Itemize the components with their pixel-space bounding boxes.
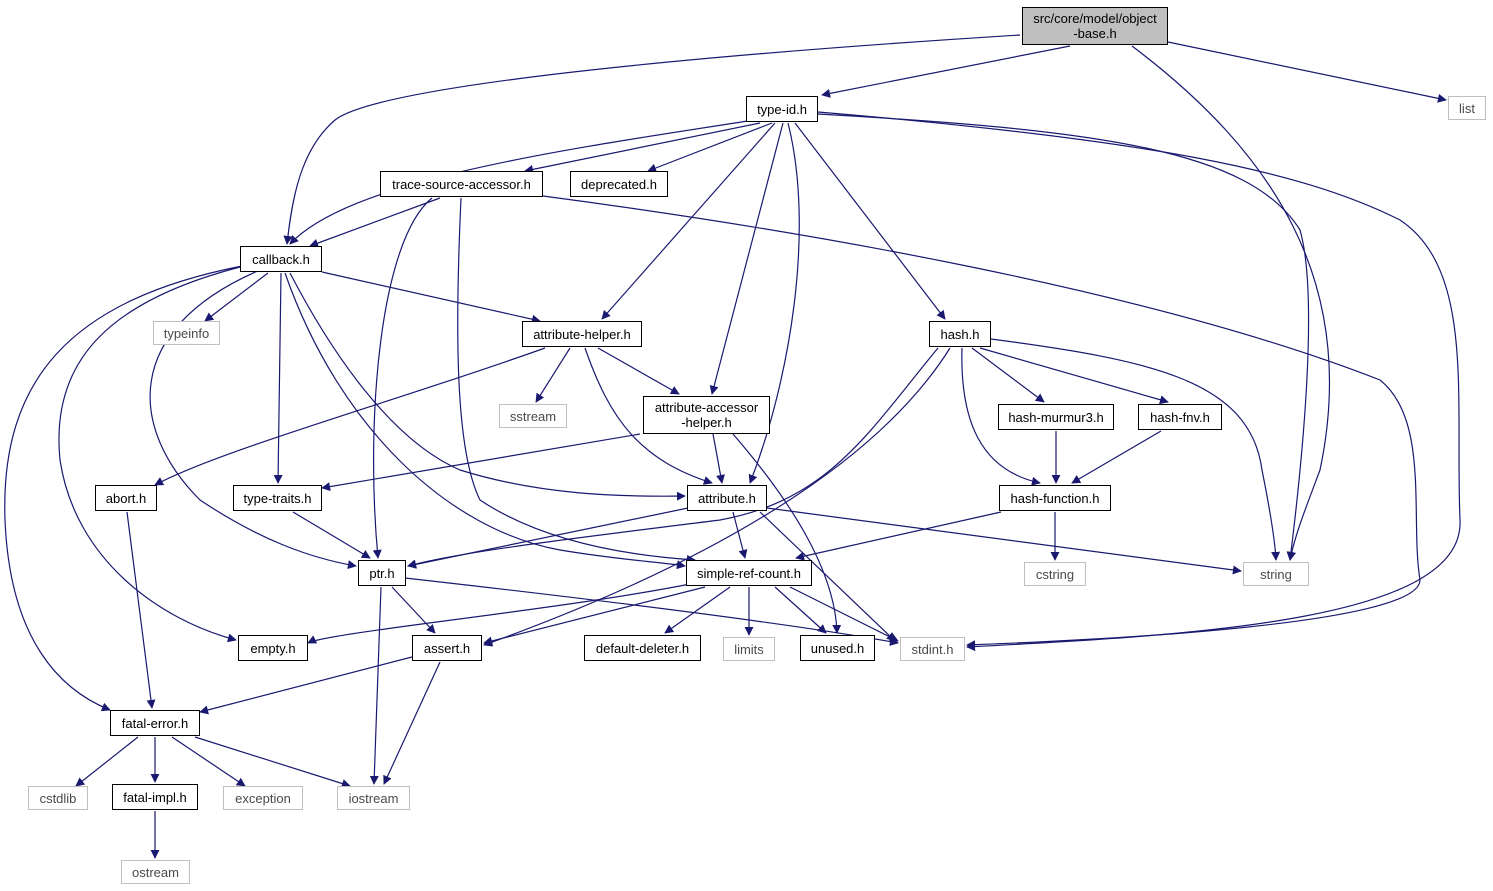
- node-limits: limits: [723, 637, 775, 661]
- edge-hash-function-to-simple-ref-count: [795, 511, 1002, 561]
- node-fatal-impl[interactable]: fatal-impl.h: [112, 784, 198, 810]
- edge-ptr-to-assert: [391, 586, 436, 634]
- edge-callback-to-type-traits: [273, 272, 283, 484]
- edge-hash-to-string: [990, 338, 1281, 561]
- node-cstring: cstring: [1024, 562, 1086, 586]
- node-assert[interactable]: assert.h: [412, 635, 482, 661]
- node-ostream: ostream: [121, 860, 190, 884]
- edge-fatal-error-to-iostream: [194, 736, 351, 788]
- edge-attribute-to-string: [766, 507, 1242, 575]
- edge-attribute-accessor-helper-to-type-traits: [321, 433, 641, 492]
- edge-hash-to-hash-murmur3: [971, 347, 1045, 403]
- edge-type-id-to-stdint: [817, 111, 1461, 652]
- node-cstdlib: cstdlib: [28, 786, 88, 810]
- edge-callback-to-typeinfo: [204, 272, 269, 322]
- node-sstream: sstream: [499, 404, 567, 428]
- edge-trace-source-accessor-to-callback: [309, 197, 441, 248]
- node-attribute-accessor-helper[interactable]: attribute-accessor -helper.h: [643, 396, 770, 434]
- node-simple-ref-count[interactable]: simple-ref-count.h: [686, 560, 812, 586]
- node-type-id[interactable]: type-id.h: [746, 96, 818, 122]
- edge-fatal-error-to-exception: [171, 736, 246, 787]
- node-hash-fnv[interactable]: hash-fnv.h: [1138, 404, 1222, 430]
- node-ptr[interactable]: ptr.h: [358, 560, 406, 586]
- edge-root-to-list: [1167, 41, 1447, 103]
- node-root[interactable]: src/core/model/object -base.h: [1022, 7, 1168, 45]
- edge-attribute-to-simple-ref-count: [732, 511, 748, 559]
- edge-hash-to-hash-fnv: [979, 347, 1169, 405]
- node-abort[interactable]: abort.h: [95, 485, 157, 511]
- node-list: list: [1448, 96, 1486, 120]
- edge-simple-ref-count-to-stdint: [789, 586, 899, 642]
- edge-trace-source-accessor-to-ptr: [372, 197, 433, 559]
- edge-hash-to-ptr: [407, 347, 939, 569]
- edge-ptr-to-iostream: [369, 586, 382, 785]
- edge-type-id-to-hash: [794, 122, 946, 320]
- edge-attribute-helper-to-sstream: [535, 347, 571, 403]
- node-empty[interactable]: empty.h: [238, 635, 308, 661]
- edge-callback-to-attribute: [289, 272, 686, 501]
- node-stdint: stdint.h: [900, 637, 965, 661]
- node-trace-source-accessor[interactable]: trace-source-accessor.h: [380, 171, 543, 197]
- edge-hash-to-hash-function: [961, 347, 1041, 486]
- node-hash-murmur3[interactable]: hash-murmur3.h: [998, 404, 1114, 430]
- edge-simple-ref-count-to-assert: [483, 586, 706, 646]
- node-hash[interactable]: hash.h: [929, 321, 991, 347]
- edge-attribute-accessor-helper-to-attribute: [712, 433, 725, 484]
- edge-hash-fnv-to-hash-function: [1071, 430, 1162, 484]
- edge-attribute-to-stdint: [759, 511, 896, 642]
- edge-simple-ref-count-to-empty: [307, 583, 691, 644]
- edge-trace-source-accessor-to-simple-ref-count: [457, 197, 696, 564]
- edge-callback-to-attribute-helper: [321, 271, 541, 324]
- edge-root-to-string: [1131, 45, 1331, 561]
- edge-type-traits-to-ptr: [292, 511, 371, 559]
- edge-abort-to-fatal-error: [126, 511, 156, 709]
- node-string: string: [1243, 562, 1309, 586]
- node-type-traits[interactable]: type-traits.h: [233, 485, 322, 511]
- edge-attribute-helper-to-abort: [154, 347, 546, 486]
- edge-simple-ref-count-to-default-deleter: [664, 586, 731, 634]
- edge-callback-to-empty: [58, 265, 245, 643]
- edge-attribute-helper-to-attribute: [584, 347, 713, 485]
- node-deprecated[interactable]: deprecated.h: [570, 171, 668, 197]
- edge-type-id-to-attribute-accessor-helper: [709, 122, 784, 395]
- edge-callback-to-ptr: [149, 269, 357, 570]
- edge-callback-to-simple-ref-count: [284, 272, 686, 570]
- edge-type-id-to-deprecated: [647, 122, 773, 173]
- edge-assert-to-iostream: [383, 661, 441, 785]
- edge-type-id-to-attribute-helper: [601, 122, 776, 320]
- edge-assert-to-fatal-error: [199, 656, 413, 715]
- edge-simple-ref-count-to-unused: [774, 586, 827, 634]
- node-callback[interactable]: callback.h: [240, 246, 322, 272]
- node-exception: exception: [223, 786, 303, 810]
- node-unused[interactable]: unused.h: [800, 635, 875, 661]
- edge-type-id-to-attribute: [748, 122, 800, 484]
- node-typeinfo: typeinfo: [153, 321, 220, 345]
- edge-type-id-to-string: [817, 113, 1310, 561]
- edge-root-to-type-id: [821, 45, 1071, 98]
- node-fatal-error[interactable]: fatal-error.h: [110, 710, 200, 736]
- edge-hash-to-assert: [483, 347, 951, 647]
- node-default-deleter[interactable]: default-deleter.h: [584, 635, 701, 661]
- edge-attribute-to-ptr: [407, 507, 689, 569]
- node-attribute[interactable]: attribute.h: [687, 485, 767, 511]
- edge-ptr-to-stdint: [404, 577, 899, 646]
- edge-fatal-error-to-cstdlib: [75, 736, 139, 787]
- edge-trace-source-accessor-to-stdint: [542, 195, 1421, 650]
- edge-callback-to-fatal-error: [4, 265, 243, 712]
- node-hash-function[interactable]: hash-function.h: [999, 485, 1111, 511]
- edge-attribute-helper-to-attribute-accessor-helper: [597, 347, 680, 395]
- edge-type-id-to-trace-source-accessor: [524, 122, 761, 174]
- edge-root-to-callback: [283, 34, 1021, 245]
- node-iostream: iostream: [337, 786, 410, 810]
- node-attribute-helper[interactable]: attribute-helper.h: [522, 321, 642, 347]
- edge-type-id-to-callback: [289, 120, 749, 245]
